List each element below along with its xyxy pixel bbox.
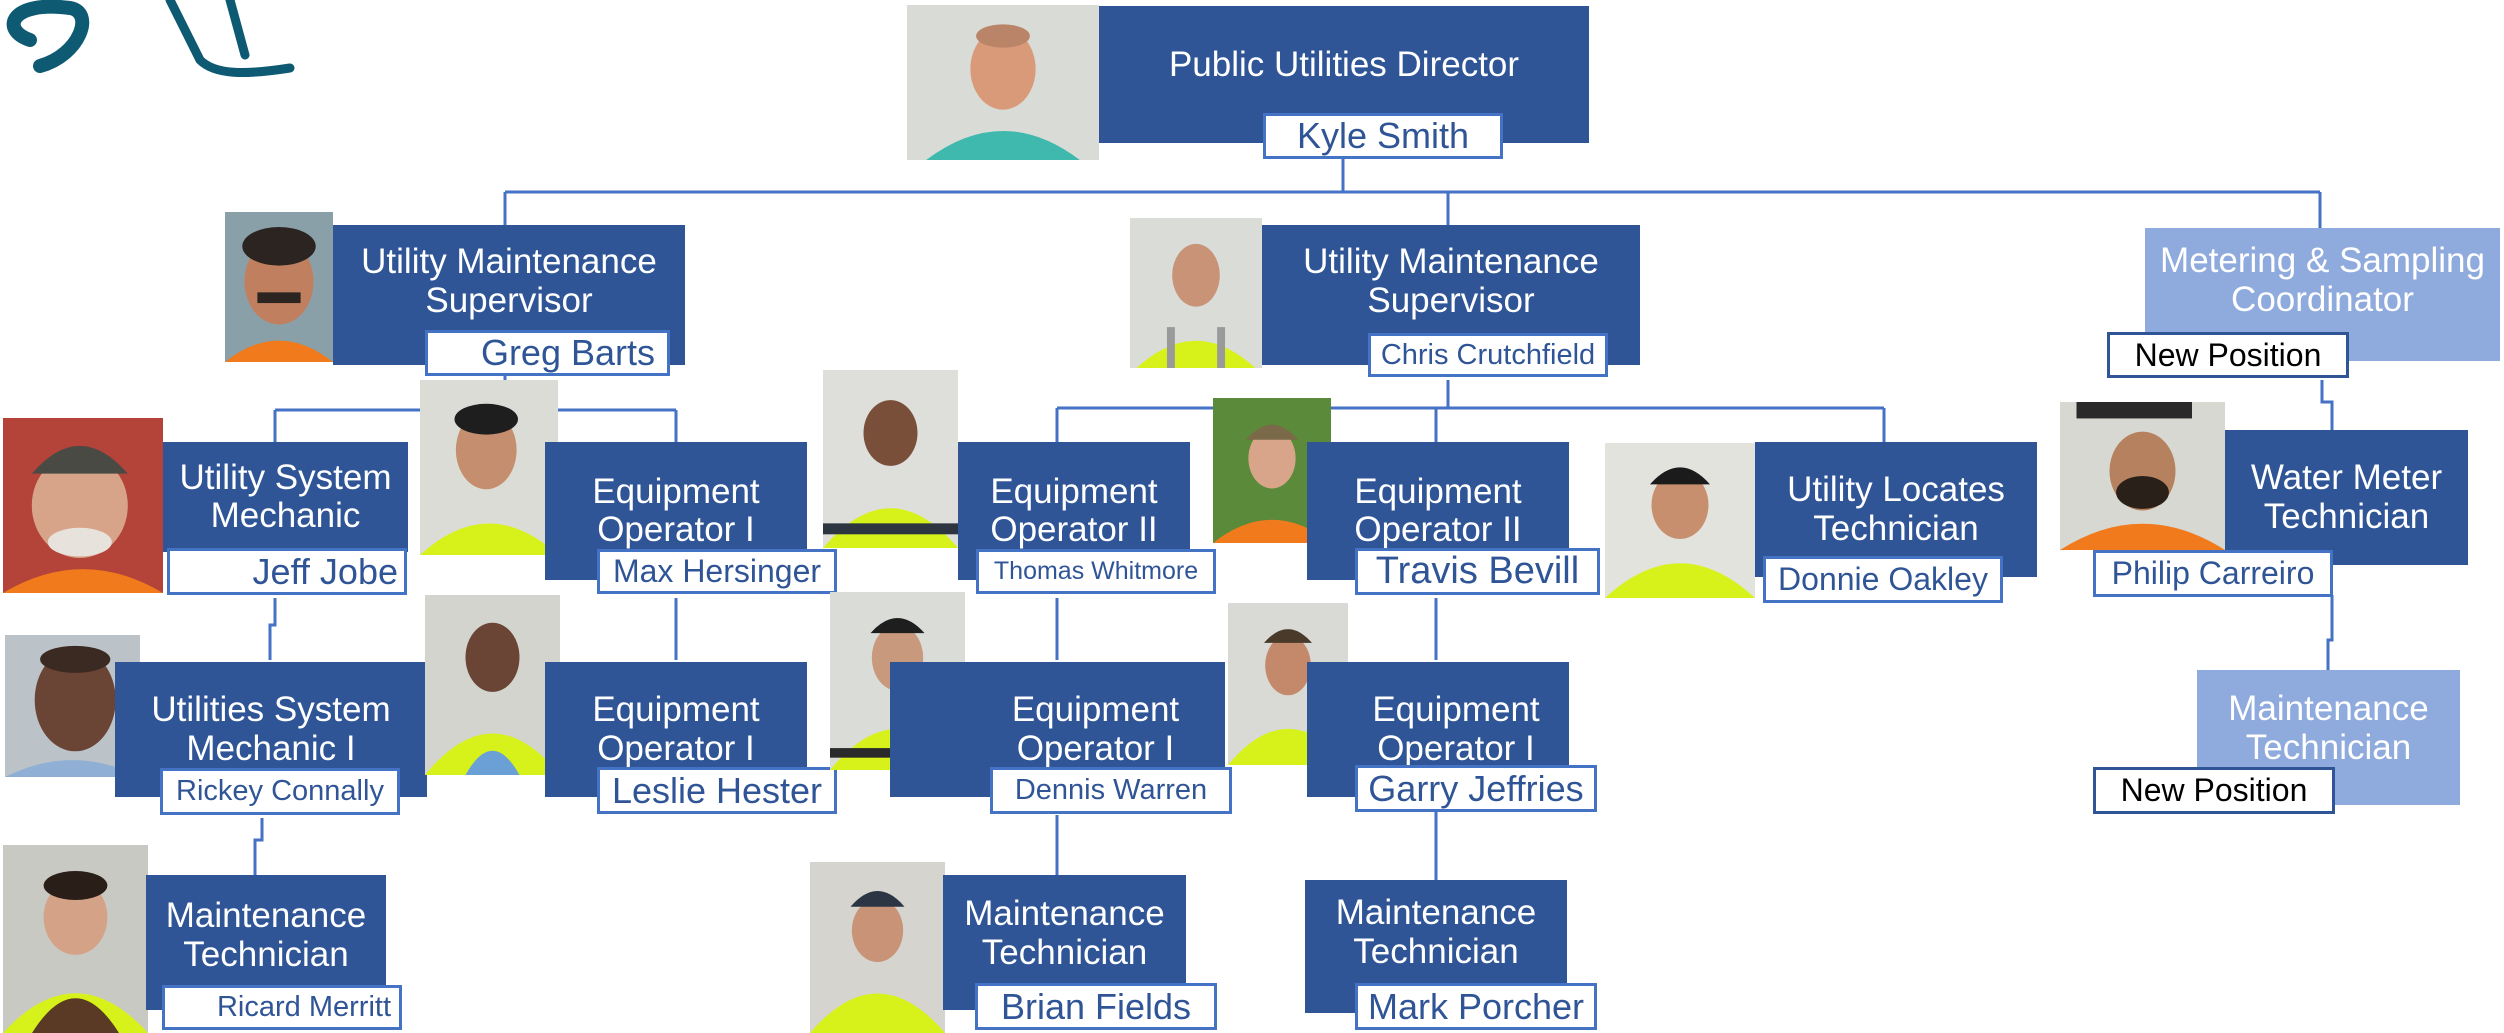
- name-greg-barts: Greg Barts: [425, 330, 670, 376]
- title-box-jobe: Utility System Mechanic: [163, 442, 408, 552]
- name-max-hersinger: Max Hersinger: [597, 549, 837, 594]
- connector-jobe: [268, 598, 277, 660]
- name-chris-crutchfield: Chris Crutchfield: [1368, 333, 1608, 377]
- photo-jeff-jobe: [3, 418, 163, 593]
- name-travis-bevill: Travis Bevill: [1355, 548, 1600, 595]
- connector-metering: [2320, 380, 2334, 430]
- name-metering-new-position: New Position: [2107, 332, 2349, 378]
- name-kyle-smith: Kyle Smith: [1263, 113, 1503, 159]
- photo-ricard-merritt: [3, 845, 148, 1033]
- name-leslie-hester: Leslie Hester: [597, 767, 837, 814]
- title-box-carreiro: Water Meter Technician: [2225, 430, 2468, 565]
- connector-director: [503, 155, 2322, 228]
- title-oakley: Utility Locates Technician: [1787, 470, 2005, 548]
- title-metering: Metering & Sampling Coordinator: [2160, 241, 2485, 319]
- title-box-oakley: Utility Locates Technician: [1755, 442, 2037, 577]
- title-jobe: Utility System Mechanic: [179, 457, 392, 535]
- photo-donnie-oakley: [1605, 443, 1755, 598]
- name-maintenance-new-position: New Position: [2093, 767, 2335, 814]
- name-jeff-jobe: Jeff Jobe: [167, 548, 407, 595]
- name-thomas-whitmore: Thomas Whitmore: [976, 549, 1216, 594]
- photo-philip-carreiro: [2060, 402, 2225, 550]
- photo-thomas-whitmore: [823, 370, 958, 548]
- photo-max-hersinger: [420, 380, 558, 555]
- name-brian-fields: Brian Fields: [975, 983, 1217, 1030]
- name-donnie-oakley: Donnie Oakley: [1763, 556, 2003, 603]
- organization-logo: [6, 0, 295, 78]
- connector-connally: [253, 818, 264, 875]
- title-porcher: Maintenance Technician: [1335, 893, 1537, 971]
- photo-greg-barts: [225, 212, 333, 362]
- name-garry-jeffries: Garry Jeffries: [1355, 765, 1597, 812]
- title-bevill: Equipment Operator II: [1354, 471, 1522, 549]
- photo-brian-fields: [810, 862, 945, 1033]
- title-director: Public Utilities Director: [1168, 45, 1520, 84]
- connector-sup2: [1055, 380, 1886, 442]
- photo-kyle-smith: [907, 5, 1099, 160]
- connector-carreiro: [2326, 595, 2334, 670]
- photo-chris-crutchfield: [1130, 218, 1262, 368]
- title-jeffries: Equipment Operator I: [1372, 690, 1540, 768]
- title-connally: Utilities System Mechanic I: [151, 690, 391, 768]
- title-sup1: Utility Maintenance Supervisor: [361, 242, 657, 320]
- name-ricard-merritt: Ricard Merritt: [162, 985, 402, 1030]
- title-box-jeffries: Equipment Operator I: [1307, 662, 1569, 797]
- name-mark-porcher: Mark Porcher: [1355, 983, 1597, 1030]
- title-hester: Equipment Operator I: [592, 690, 760, 768]
- title-merritt: Maintenance Technician: [165, 896, 367, 974]
- photo-leslie-hester: [425, 595, 560, 775]
- title-maintenance-new: Maintenance Technician: [2228, 689, 2429, 767]
- name-rickey-connally: Rickey Connally: [160, 768, 400, 815]
- name-philip-carreiro: Philip Carreiro: [2093, 550, 2333, 597]
- title-warren: Equipment Operator I: [1011, 690, 1180, 768]
- title-carreiro: Water Meter Technician: [2250, 458, 2443, 536]
- title-whitmore: Equipment Operator II: [990, 471, 1158, 549]
- title-fields: Maintenance Technician: [964, 894, 1165, 972]
- name-dennis-warren: Dennis Warren: [990, 767, 1232, 814]
- title-hersinger: Equipment Operator I: [592, 471, 760, 549]
- title-sup2: Utility Maintenance Supervisor: [1303, 242, 1599, 320]
